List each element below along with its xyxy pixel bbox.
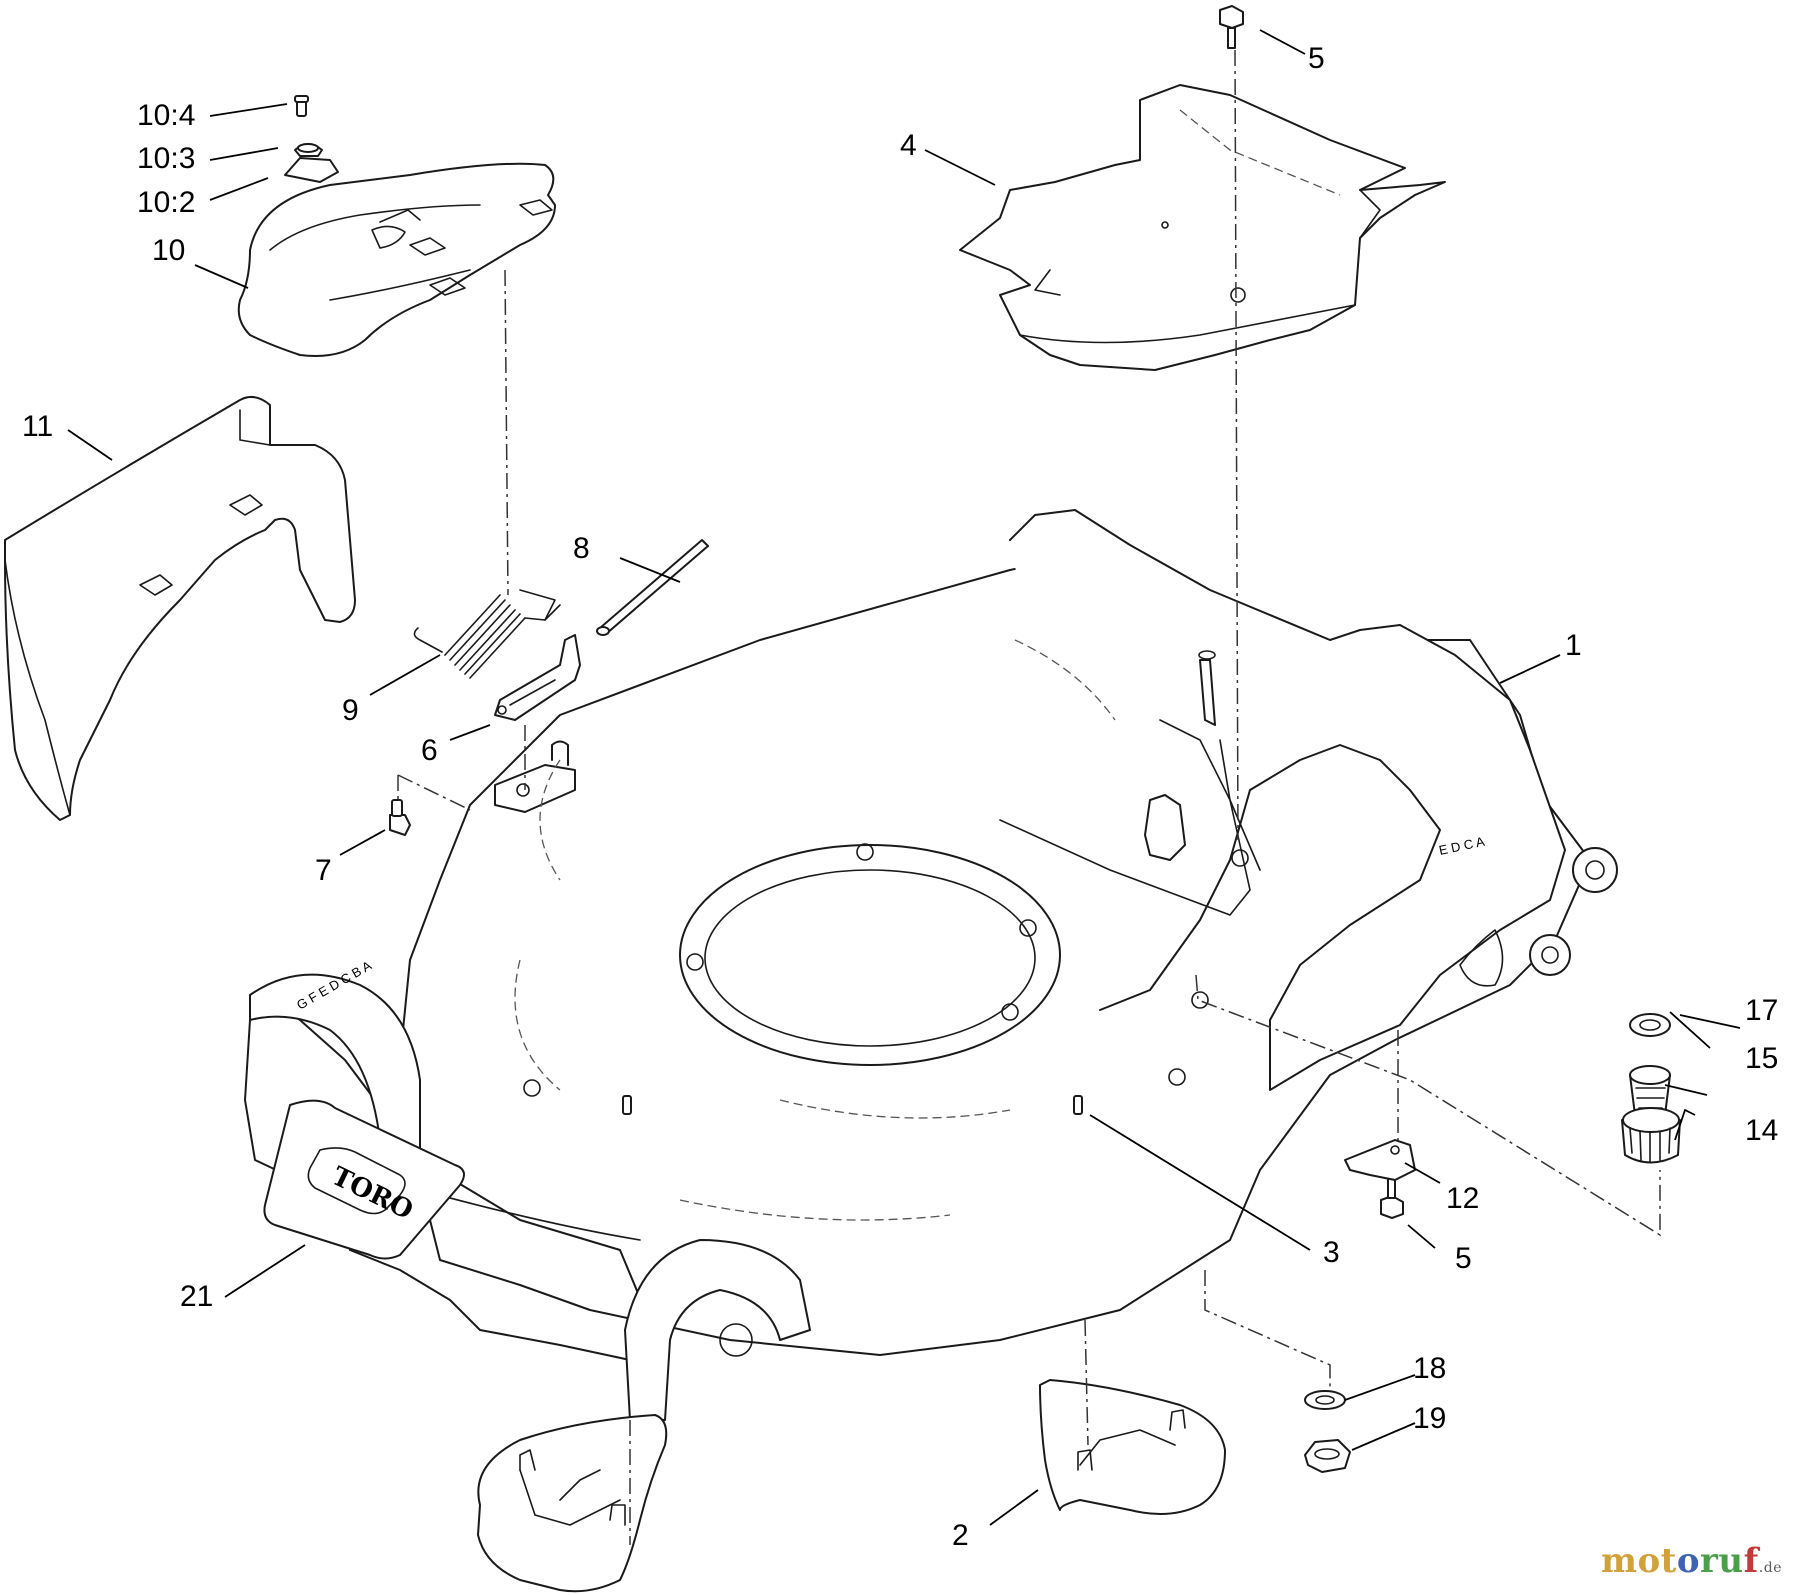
callout-11: 11 xyxy=(22,410,53,443)
callout-4: 4 xyxy=(900,129,917,162)
mower-deck-housing: G F E D C B A E D C A xyxy=(244,509,1618,1421)
watermark-tld: .de xyxy=(1758,1560,1782,1576)
height-adjust-knob-stack xyxy=(1621,1013,1681,1164)
callout-19: 19 xyxy=(1413,1402,1446,1435)
callout-labels: 1 2 3 4 5 5 6 7 8 9 10 10:2 10:3 10:4 11… xyxy=(22,42,1778,1552)
callout-5-top: 5 xyxy=(1308,42,1325,75)
callout-17: 17 xyxy=(1745,994,1778,1027)
callout-14: 14 xyxy=(1745,1114,1778,1147)
callout-10-3: 10:3 xyxy=(137,142,195,175)
assembly-axis-lines xyxy=(397,49,1661,1545)
callout-10-4: 10:4 xyxy=(137,99,195,132)
door-hinge-parts xyxy=(284,95,339,183)
door-spring xyxy=(413,594,561,679)
watermark-part-4: f xyxy=(1743,1541,1759,1581)
callout-12: 12 xyxy=(1446,1182,1479,1215)
callout-8: 8 xyxy=(573,532,590,565)
watermark-part-3: ru xyxy=(1700,1541,1744,1581)
callout-10: 10 xyxy=(152,234,185,267)
callout-5-bottom: 5 xyxy=(1455,1242,1472,1275)
wheel-shields xyxy=(477,1379,1226,1593)
screws xyxy=(389,5,1404,1219)
callout-7: 7 xyxy=(315,854,332,887)
callout-9: 9 xyxy=(342,694,359,727)
door-spring-rod-bracket xyxy=(413,539,709,721)
callout-3: 3 xyxy=(1323,1236,1340,1269)
mulch-plate xyxy=(1344,1139,1416,1181)
leader-lines xyxy=(67,29,1741,1526)
callout-15: 15 xyxy=(1745,1042,1778,1075)
callout-1: 1 xyxy=(1565,629,1582,662)
callout-6: 6 xyxy=(421,734,438,767)
callout-10-2: 10:2 xyxy=(137,186,195,219)
top-cover-plate xyxy=(959,84,1446,371)
rear-flap-guard xyxy=(4,395,356,821)
callout-2: 2 xyxy=(952,1519,969,1552)
callout-18: 18 xyxy=(1413,1352,1446,1385)
washer-and-nut xyxy=(1304,1390,1351,1473)
callout-21: 21 xyxy=(180,1280,213,1313)
toro-logo-badge: TORO xyxy=(263,1099,465,1260)
motoruf-watermark-logo: motoruf.de xyxy=(1601,1541,1782,1581)
rear-discharge-door xyxy=(237,162,556,357)
watermark-part-2: o xyxy=(1676,1541,1701,1581)
watermark-part-1: mot xyxy=(1600,1541,1677,1581)
